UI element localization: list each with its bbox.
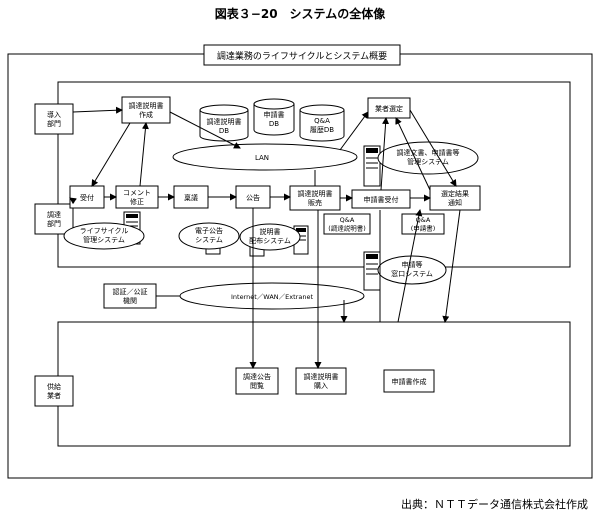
system-app-window-label: 申請等窓口システム: [391, 260, 433, 278]
server-icon: [363, 145, 381, 187]
actor-intro-label: 導入部門: [47, 110, 61, 128]
actor-vendor-label: 供給業者: [47, 382, 61, 400]
process-accept: 受付: [69, 185, 105, 209]
lan-ellipse: [172, 143, 358, 171]
vendor-create-application: 申請書作成: [383, 369, 435, 393]
process-app-accept-label: 申請書受付: [364, 195, 399, 204]
process-approval-label: 稟議: [184, 193, 198, 202]
qa-application-box: Q&A(申請書): [401, 213, 445, 235]
process-approval: 稟議: [173, 185, 209, 209]
process-accept-label: 受付: [80, 193, 94, 202]
vendor-buy-spec: 調達説明書購入: [295, 367, 347, 395]
system-app-window: [377, 255, 447, 285]
system-spec-distribution-label: 説明書配布システム: [249, 227, 291, 245]
actor-auth-agency: 認証／公証機関: [103, 283, 157, 309]
source-credit: 出典：ＮＴＴデータ通信株式会社作成: [401, 497, 588, 511]
vendor-buy-spec-label: 調達説明書購入: [304, 372, 339, 390]
process-app-accept: 申請書受付: [351, 189, 411, 209]
system-lifecycle: [63, 222, 145, 250]
process-comment-fix-label: コメント修正: [123, 189, 151, 206]
process-spec-sell-label: 調達説明書販売: [298, 189, 333, 207]
process-spec-sell: 調達説明書販売: [289, 185, 341, 211]
qa-spec-box: Q&A(調達説明書): [323, 213, 371, 235]
vendor-view-notice: 調達公告閲覧: [235, 367, 279, 395]
qa-spec-label: Q&A(調達説明書): [328, 216, 366, 233]
process-spec-create: 調達説明書作成: [121, 96, 171, 124]
actor-vendor: 供給業者: [34, 375, 74, 407]
system-document-management-label: 調達文書、申請書等管理システム: [397, 148, 460, 166]
vendor-view-notice-label: 調達公告閲覧: [243, 372, 271, 390]
vendor-create-application-label: 申請書作成: [392, 377, 427, 386]
frame-title-box: [203, 44, 401, 66]
frame-title: 調達業務のライフサイクルとシステム概要: [217, 50, 387, 62]
system-e-notice-label: 電子公告システム: [195, 226, 223, 244]
process-vendor-select-label: 業者選定: [375, 104, 403, 113]
actor-intro-department: 導入部門: [34, 103, 74, 135]
server-icon: [363, 251, 381, 291]
process-spec-create-label: 調達説明書作成: [129, 101, 164, 119]
process-comment-fix: コメント修正: [115, 185, 159, 209]
internal-zone: [57, 81, 571, 268]
process-publish: 公告: [235, 185, 271, 209]
process-result-notice-label: 選定結果通知: [441, 189, 469, 207]
system-lifecycle-label: ライフサイクル管理システム: [80, 227, 129, 244]
system-document-management: [377, 141, 479, 175]
system-spec-distribution: [239, 223, 301, 251]
system-e-notice: [178, 222, 240, 250]
process-publish-label: 公告: [246, 193, 260, 202]
actor-procurement-department: 調達部門: [34, 203, 74, 235]
figure-title: 図表３−20 システムの全体像: [215, 6, 386, 21]
connectors: [69, 106, 461, 369]
actor-procurement-label: 調達部門: [47, 210, 61, 228]
actor-auth-label: 認証／公証機関: [113, 287, 148, 305]
internet-label: Internet／WAN／Extranet: [231, 293, 313, 301]
qa-application-label: Q&A(申請書): [411, 216, 436, 233]
lan-label: LAN: [255, 154, 269, 162]
process-vendor-select: 業者選定: [367, 97, 411, 119]
process-result-notice: 選定結果通知: [429, 185, 481, 211]
